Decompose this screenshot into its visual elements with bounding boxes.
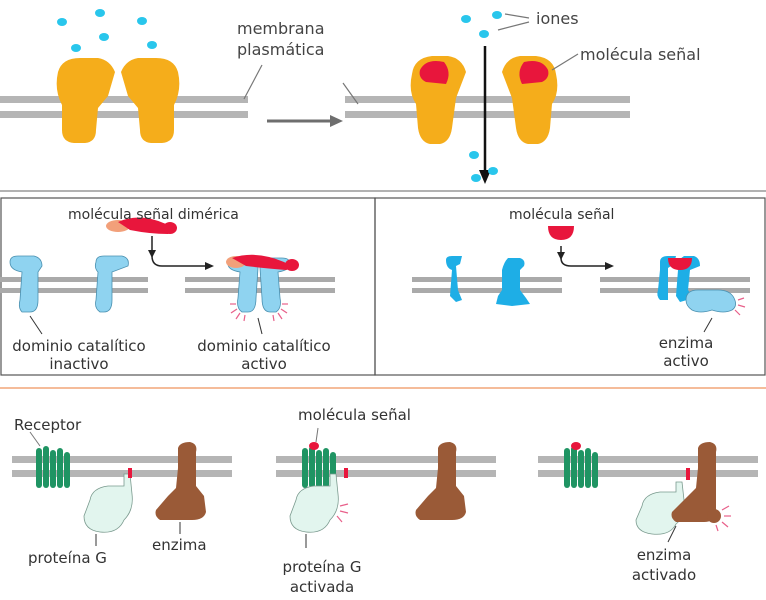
associated-receptor-inactive <box>446 256 530 306</box>
label-active-domain-line1: dominio catalítico <box>197 337 331 355</box>
closed-channel <box>56 58 180 143</box>
label-signal-molecule-panel3: molécula señal <box>509 207 615 223</box>
signal-molecule-gpcr-2 <box>309 442 319 450</box>
signal-molecule-half <box>548 226 574 240</box>
panel-ion-channel <box>0 9 630 184</box>
ions-outside <box>57 9 157 52</box>
label-ions: iones <box>536 9 579 28</box>
panel-associated-enzyme <box>412 226 750 333</box>
associated-enzyme <box>685 289 736 313</box>
enzyme-inactive <box>155 442 206 520</box>
label-signal-molecule-top: molécula señal <box>580 45 701 64</box>
panel-enzyme-receptor <box>0 217 335 335</box>
label-enzyme-active-line2: activo <box>663 352 709 370</box>
membrane-left <box>0 96 248 118</box>
label-membrane-line2: plasmática <box>237 40 325 59</box>
label-inactive-domain-line1: dominio catalítico <box>12 337 146 355</box>
enzyme-activated <box>671 442 731 532</box>
g-protein-active <box>289 468 349 533</box>
enzyme-inactive-2 <box>415 442 466 520</box>
label-signal-molecule-gpcr: molécula señal <box>298 406 411 424</box>
label-membrane-line1: membrana <box>237 19 325 38</box>
associated-receptor-active <box>657 256 746 316</box>
label-receptor: Receptor <box>14 416 82 434</box>
arrow-enzyme-receptor <box>151 236 205 267</box>
signal-molecule-left <box>419 61 449 84</box>
label-gprotein-activated-line1: proteína G <box>282 558 362 576</box>
activation-rays-right <box>272 303 288 322</box>
receptor-gpcr-3 <box>564 446 598 488</box>
label-enzyme-activated-line1: enzima <box>636 546 692 564</box>
ions-label-bracket <box>497 13 530 31</box>
inactive-receptor-monomers <box>9 255 129 313</box>
signal-molecule-right <box>519 61 549 84</box>
label-active-domain-line2: activo <box>241 355 287 373</box>
active-receptor-dimer <box>226 254 299 322</box>
receptor-gpcr-1 <box>36 446 70 488</box>
label-gprotein: proteína G <box>28 549 107 567</box>
activation-rays-left <box>230 303 246 322</box>
open-channel <box>410 56 558 144</box>
label-enzyme-active-line1: enzima <box>658 334 714 352</box>
label-gprotein-activated-line2: activada <box>289 578 355 596</box>
transition-arrow <box>267 115 343 127</box>
ion-flow-arrow <box>479 46 491 184</box>
ions-top-right <box>461 11 502 38</box>
label-enzyme-activated-line2: activado <box>631 566 697 584</box>
membrane-right <box>345 96 630 118</box>
g-protein-inactive <box>83 468 133 533</box>
panel-gprotein <box>12 427 758 548</box>
g-protein-bound <box>635 468 690 535</box>
label-enzyme: enzima <box>152 536 207 554</box>
dimeric-signal-molecule <box>106 217 177 234</box>
panel-box-right <box>374 197 766 376</box>
label-dimeric-signal: molécula señal dimérica <box>68 207 239 223</box>
label-inactive-domain-line2: inactivo <box>49 355 109 373</box>
ions-inside <box>469 151 498 182</box>
